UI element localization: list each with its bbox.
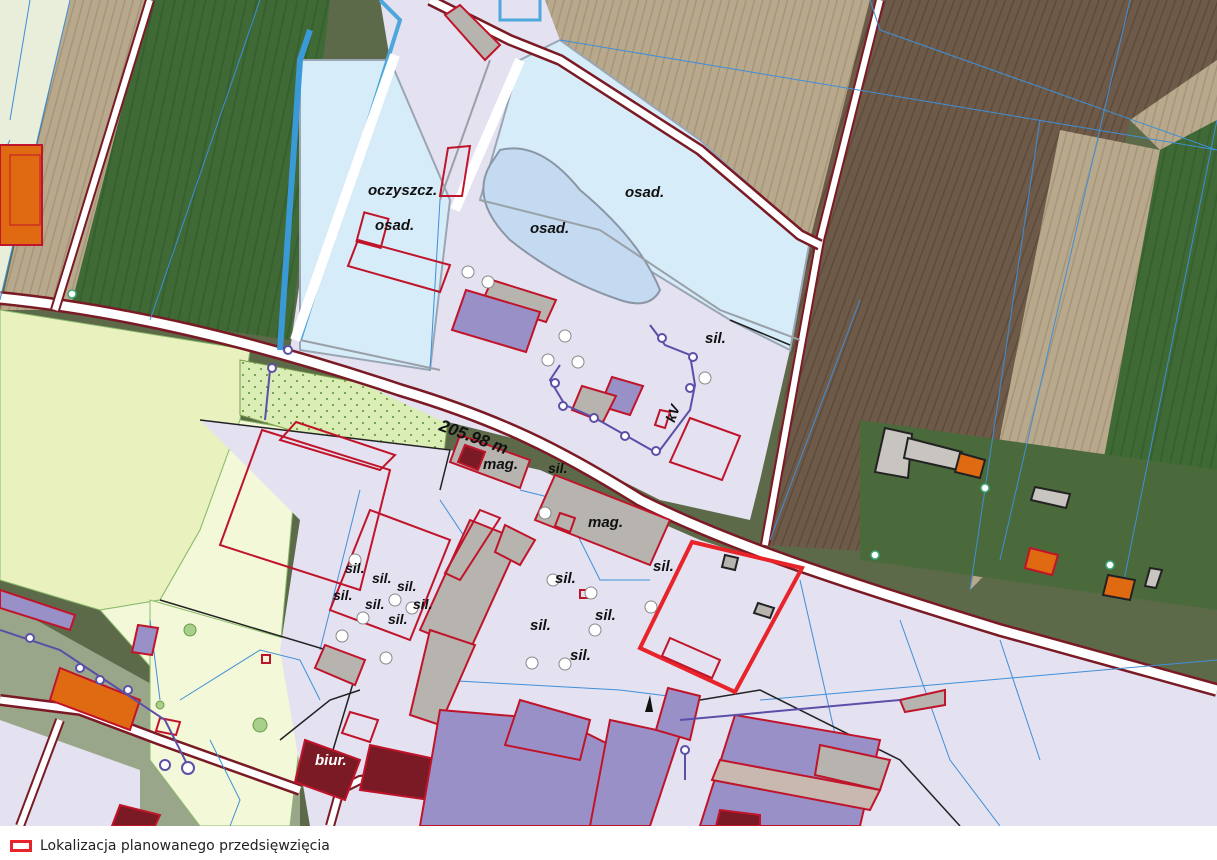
label-sil-i: sil. [413, 596, 432, 612]
map-labels: oczyszcz. osad. osad. osad. sil. sil. si… [315, 182, 726, 769]
tree-symbols [155, 623, 268, 733]
label-sil-k: sil. [555, 570, 576, 587]
label-kv: kV [662, 401, 683, 424]
parcel-boundaries [0, 0, 1217, 826]
label-sil-f: sil. [397, 578, 416, 594]
label-sil-j: sil. [388, 611, 407, 627]
label-mag-b: mag. [588, 514, 623, 531]
label-sil-a: sil. [705, 330, 726, 347]
label-osad-right: osad. [625, 184, 664, 201]
label-sil-c: sil. [653, 558, 674, 575]
label-osad-left: osad. [375, 217, 414, 234]
label-sil-e: sil. [372, 570, 391, 586]
map-markers [67, 289, 1115, 712]
label-mag-a: mag. [483, 456, 518, 473]
label-sil-g: sil. [333, 587, 352, 603]
label-sil-h: sil. [365, 596, 384, 612]
label-sil-l: sil. [595, 607, 616, 624]
label-oczyszcz: oczyszcz. [368, 182, 437, 199]
map-view[interactable]: oczyszcz. osad. osad. osad. sil. sil. si… [0, 0, 1217, 826]
label-sil-m: sil. [530, 617, 551, 634]
silo-symbols [335, 265, 712, 671]
label-sil-b: sil. [548, 460, 567, 476]
project-site-structures [660, 553, 776, 680]
label-biur: biur. [315, 752, 347, 769]
network-nodes [25, 333, 698, 775]
map-legend: Lokalizacja planowanego przedsięwzięcia [10, 836, 330, 856]
buildings [0, 3, 1164, 826]
label-osad-center: osad. [530, 220, 569, 237]
legend-project-label: Lokalizacja planowanego przedsięwzięcia [40, 838, 330, 854]
label-sil-n: sil. [570, 647, 591, 664]
label-sil-d: sil. [345, 560, 364, 576]
legend-project-swatch-icon [10, 840, 32, 852]
project-site-boundary[interactable] [637, 539, 806, 695]
facility-white-strips [290, 53, 525, 342]
